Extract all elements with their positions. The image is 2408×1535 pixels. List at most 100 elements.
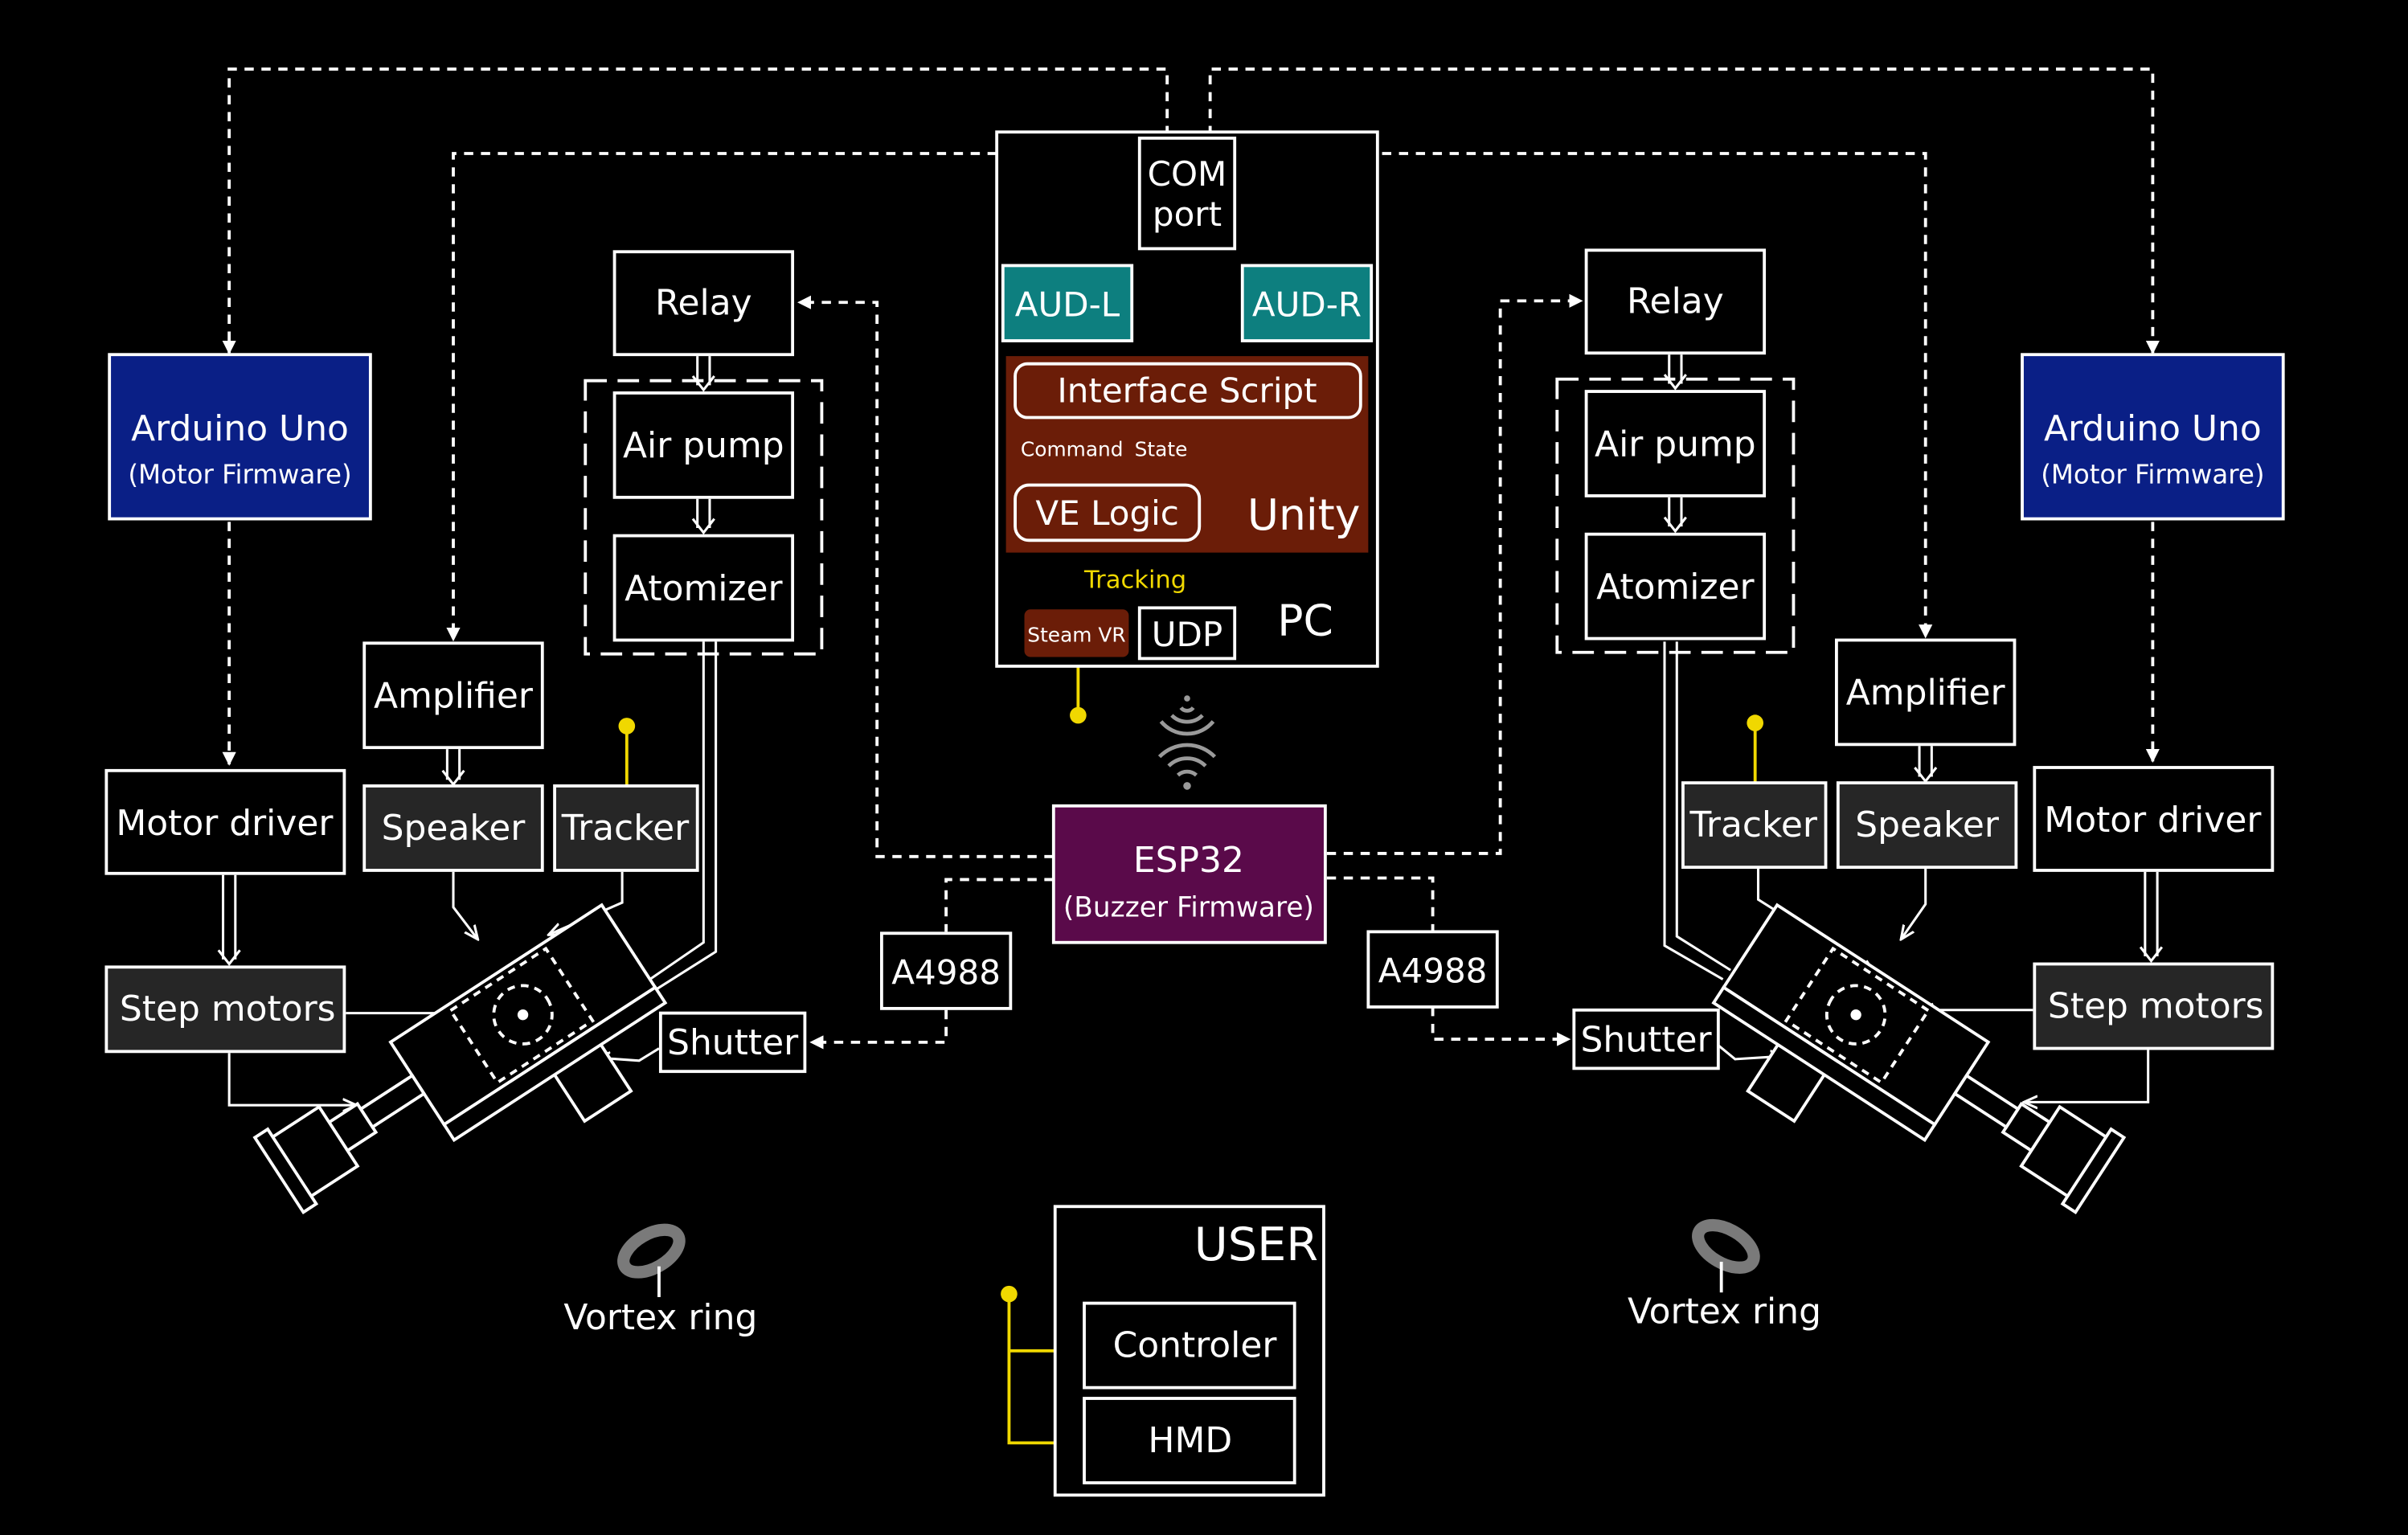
right-shutter-to-shooter-line	[1717, 1044, 1784, 1059]
com-port-box	[1137, 136, 1237, 251]
aud-r-label: AUD-R	[1252, 284, 1362, 324]
unity-block	[1005, 356, 1369, 553]
pc-label: PC	[1277, 596, 1333, 646]
interface-script-box	[1014, 362, 1362, 420]
left-vortex-ring-label: Vortex ring	[563, 1297, 757, 1338]
interface-script-label: Interface Script	[1057, 370, 1317, 410]
left-arduino-subtitle: (Motor Firmware)	[128, 460, 351, 490]
right-speaker-to-shooter-line	[1901, 869, 1927, 939]
right-motors-to-motor-line	[2024, 1050, 2150, 1102]
right-step-motors-label: Step motors	[2048, 985, 2264, 1026]
esp32-subtitle: (Buzzer Firmware)	[1063, 891, 1314, 923]
esp32-to-right-a4988-line	[1326, 876, 1435, 931]
right-amplifier-box	[1835, 638, 2017, 747]
right-air-pump-box	[1584, 390, 1767, 497]
right-speaker-box	[1836, 781, 2018, 870]
right-side: Arduino Uno (Motor Firmware) Relay Air p…	[1366, 248, 2285, 1332]
right-vortex-cannon-icon	[1711, 903, 2127, 1215]
left-atomizer-to-shooter-line	[649, 641, 718, 990]
right-a4988-box	[1366, 930, 1499, 1009]
controller-label: Controler	[1113, 1324, 1278, 1365]
left-atomizer-label: Atomizer	[625, 568, 783, 609]
left-relay-box	[612, 250, 795, 357]
hmd-label: HMD	[1148, 1420, 1232, 1461]
user-block: USER Controler HMD	[1053, 1205, 1325, 1497]
ve-logic-label: VE Logic	[1035, 493, 1178, 533]
right-vortex-ring-icon	[1692, 1218, 1760, 1293]
left-side: Arduino Uno (Motor Firmware) Relay Air p…	[104, 250, 1013, 1338]
right-arduino-box	[2021, 353, 2285, 521]
right-motor-driver-label: Motor driver	[2044, 800, 2262, 841]
right-driver-to-motors-line	[2144, 871, 2159, 956]
ve-logic-box	[1014, 483, 1202, 542]
left-a4988-box	[879, 931, 1013, 1010]
right-a4988-to-shutter-line	[1431, 1006, 1571, 1046]
right-arduino-subtitle: (Motor Firmware)	[2041, 460, 2264, 490]
esp32-box	[1051, 804, 1327, 944]
right-atomizer-label: Atomizer	[1596, 567, 1755, 608]
esp32-to-left-relay-line	[797, 295, 1054, 858]
right-tracker-label: Tracker	[1689, 804, 1818, 845]
hmd-box	[1083, 1397, 1296, 1484]
com-port-line2: port	[1153, 194, 1222, 234]
left-air-pump-box	[612, 391, 795, 499]
left-amplifier-box	[362, 641, 544, 750]
left-shutter-label: Shutter	[667, 1022, 799, 1063]
left-speaker-box	[362, 784, 544, 872]
left-motors-to-motor-line	[227, 1053, 357, 1105]
right-shutter-box	[1572, 1008, 1720, 1070]
state-label: State	[1135, 437, 1188, 460]
left-driver-to-motors-line	[221, 874, 237, 960]
unity-label: Unity	[1247, 489, 1361, 540]
udp-label: UDP	[1152, 615, 1222, 654]
left-step-motors-label: Step motors	[120, 989, 336, 1029]
left-amplifier-label: Amplifier	[374, 676, 534, 717]
left-mist-module-group	[584, 379, 824, 656]
left-a4988-label: A4988	[891, 952, 1001, 992]
right-relay-label: Relay	[1627, 281, 1724, 322]
left-speaker-to-shooter-line	[452, 871, 478, 939]
left-vortex-cannon-icon	[252, 903, 668, 1215]
right-shutter-label: Shutter	[1581, 1019, 1713, 1060]
right-amplifier-label: Amplifier	[1846, 673, 2006, 714]
wifi-icon-top	[1159, 695, 1215, 736]
udp-box	[1137, 606, 1237, 661]
command-label: Command	[1021, 437, 1124, 460]
left-tracker-box	[553, 784, 699, 872]
esp32-to-right-relay-line	[1326, 293, 1583, 855]
right-a4988-label: A4988	[1378, 951, 1488, 990]
left-shutter-box	[658, 1011, 807, 1074]
wifi-icon-bottom	[1157, 743, 1217, 790]
right-arduino-title: Arduino Uno	[2044, 408, 2262, 449]
controller-box	[1083, 1301, 1296, 1390]
right-speaker-label: Speaker	[1855, 804, 2000, 845]
esp32-to-left-a4988-line	[944, 878, 1054, 932]
aud-l-label: AUD-L	[1015, 284, 1120, 324]
left-vortex-ring-icon	[617, 1223, 686, 1297]
esp32-title: ESP32	[1133, 840, 1244, 881]
right-relay-box	[1584, 248, 1767, 355]
user-label: USER	[1194, 1218, 1318, 1271]
left-motor-driver-label: Motor driver	[116, 803, 334, 844]
steam-vr-box	[1024, 609, 1129, 657]
left-arduino-box	[108, 353, 372, 521]
left-a4988-to-shutter-line	[809, 1009, 948, 1050]
left-tracker-label: Tracker	[561, 808, 690, 849]
right-vortex-ring-label: Vortex ring	[1628, 1291, 1821, 1332]
com-to-right-arduino-line	[1208, 68, 2160, 355]
left-relay-label: Relay	[655, 283, 752, 324]
steam-vr-label: Steam VR	[1027, 623, 1125, 646]
aud-l-box	[1001, 264, 1134, 342]
right-motor-driver-box	[2033, 766, 2275, 872]
right-atomizer-box	[1584, 532, 1767, 641]
pc-block: COM port AUD-L AUD-R Interface Script Co…	[995, 130, 1379, 668]
left-atomizer-box	[612, 534, 795, 642]
aud-r-box	[1240, 264, 1374, 342]
right-tracker-box	[1681, 781, 1828, 870]
right-atomizer-to-shooter-line	[1663, 641, 1731, 980]
left-air-pump-label: Air pump	[623, 425, 784, 466]
left-motor-driver-box	[104, 768, 346, 875]
right-step-motors-box	[2033, 962, 2275, 1050]
com-port-line1: COM	[1148, 154, 1227, 194]
